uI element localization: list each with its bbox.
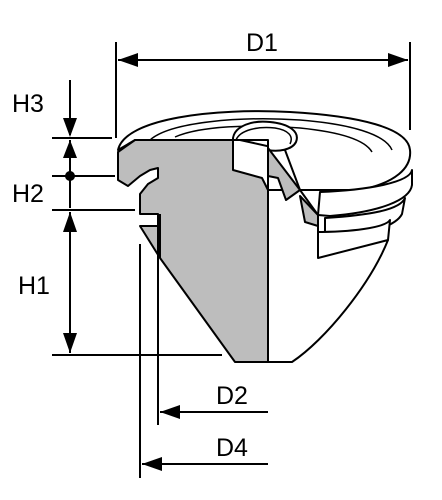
d2-arrow xyxy=(160,405,180,419)
hole-edge xyxy=(235,126,292,145)
top-flange xyxy=(117,110,412,191)
h2-label: H2 xyxy=(12,180,44,208)
section-cut xyxy=(117,139,319,363)
h3-arrow xyxy=(63,118,77,137)
d1-arrow-left xyxy=(118,53,138,67)
height-dimensions: H3 H2 H1 xyxy=(12,80,222,356)
dimension-d1: D1 xyxy=(115,29,411,138)
d2-label: D2 xyxy=(216,382,248,410)
h1-arrow-top xyxy=(63,212,77,232)
flange-ring-2 xyxy=(174,125,373,153)
second-rib xyxy=(317,169,413,217)
cone-right xyxy=(267,189,389,363)
h1-label: H1 xyxy=(18,272,50,300)
h2-dot xyxy=(65,171,75,181)
h1-arrow-bottom xyxy=(63,333,77,353)
section-rib-slot xyxy=(299,195,319,227)
d1-arrow-right xyxy=(388,53,408,67)
grommet-body xyxy=(117,110,413,363)
d4-label: D4 xyxy=(216,434,248,462)
flange-ring-1 xyxy=(149,118,393,151)
d1-label: D1 xyxy=(246,29,278,57)
h3-label: H3 xyxy=(12,90,44,118)
diameter-dimensions: D2 D4 xyxy=(139,214,268,478)
d4-arrow xyxy=(142,457,162,471)
h2-arrow-up xyxy=(63,140,77,158)
